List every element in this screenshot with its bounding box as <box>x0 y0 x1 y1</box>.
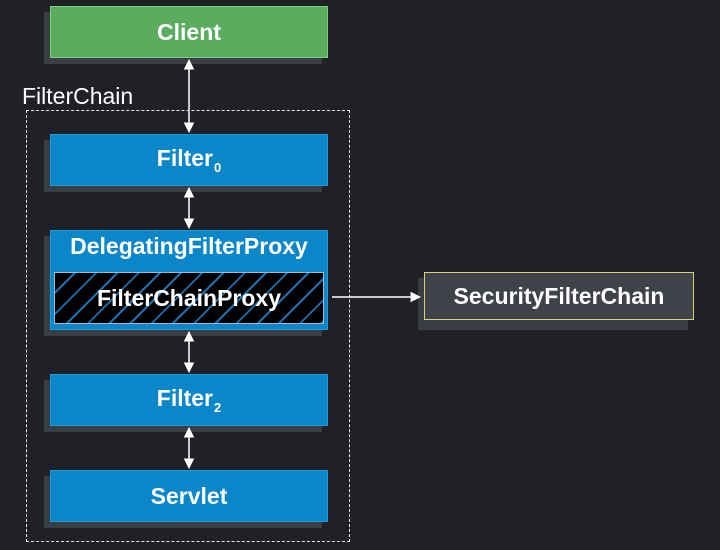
client-label: Client <box>157 18 221 45</box>
filter2-text: Filter <box>156 385 213 411</box>
filter-chain-proxy-node: FilterChainProxy <box>54 272 324 324</box>
servlet-label: Servlet <box>150 482 228 509</box>
filterchain-label: FilterChain <box>22 83 134 109</box>
filter-chain-proxy-label: FilterChainProxy <box>96 284 282 311</box>
filter0-node: Filter0 <box>50 134 328 186</box>
filter2-subscript: 2 <box>214 400 222 415</box>
filter2-node: Filter2 <box>50 374 328 426</box>
filter0-text: Filter <box>156 145 213 171</box>
client-node: Client <box>50 6 328 58</box>
filter2-label: Filter2 <box>157 385 221 415</box>
security-filter-chain-label: SecurityFilterChain <box>453 282 665 309</box>
security-filter-chain-node: SecurityFilterChain <box>424 272 694 320</box>
filter0-label: Filter0 <box>157 145 221 175</box>
delegating-filter-proxy-label: DelegatingFilterProxy <box>70 233 308 259</box>
filter0-subscript: 0 <box>214 160 222 175</box>
servlet-node: Servlet <box>50 470 328 522</box>
